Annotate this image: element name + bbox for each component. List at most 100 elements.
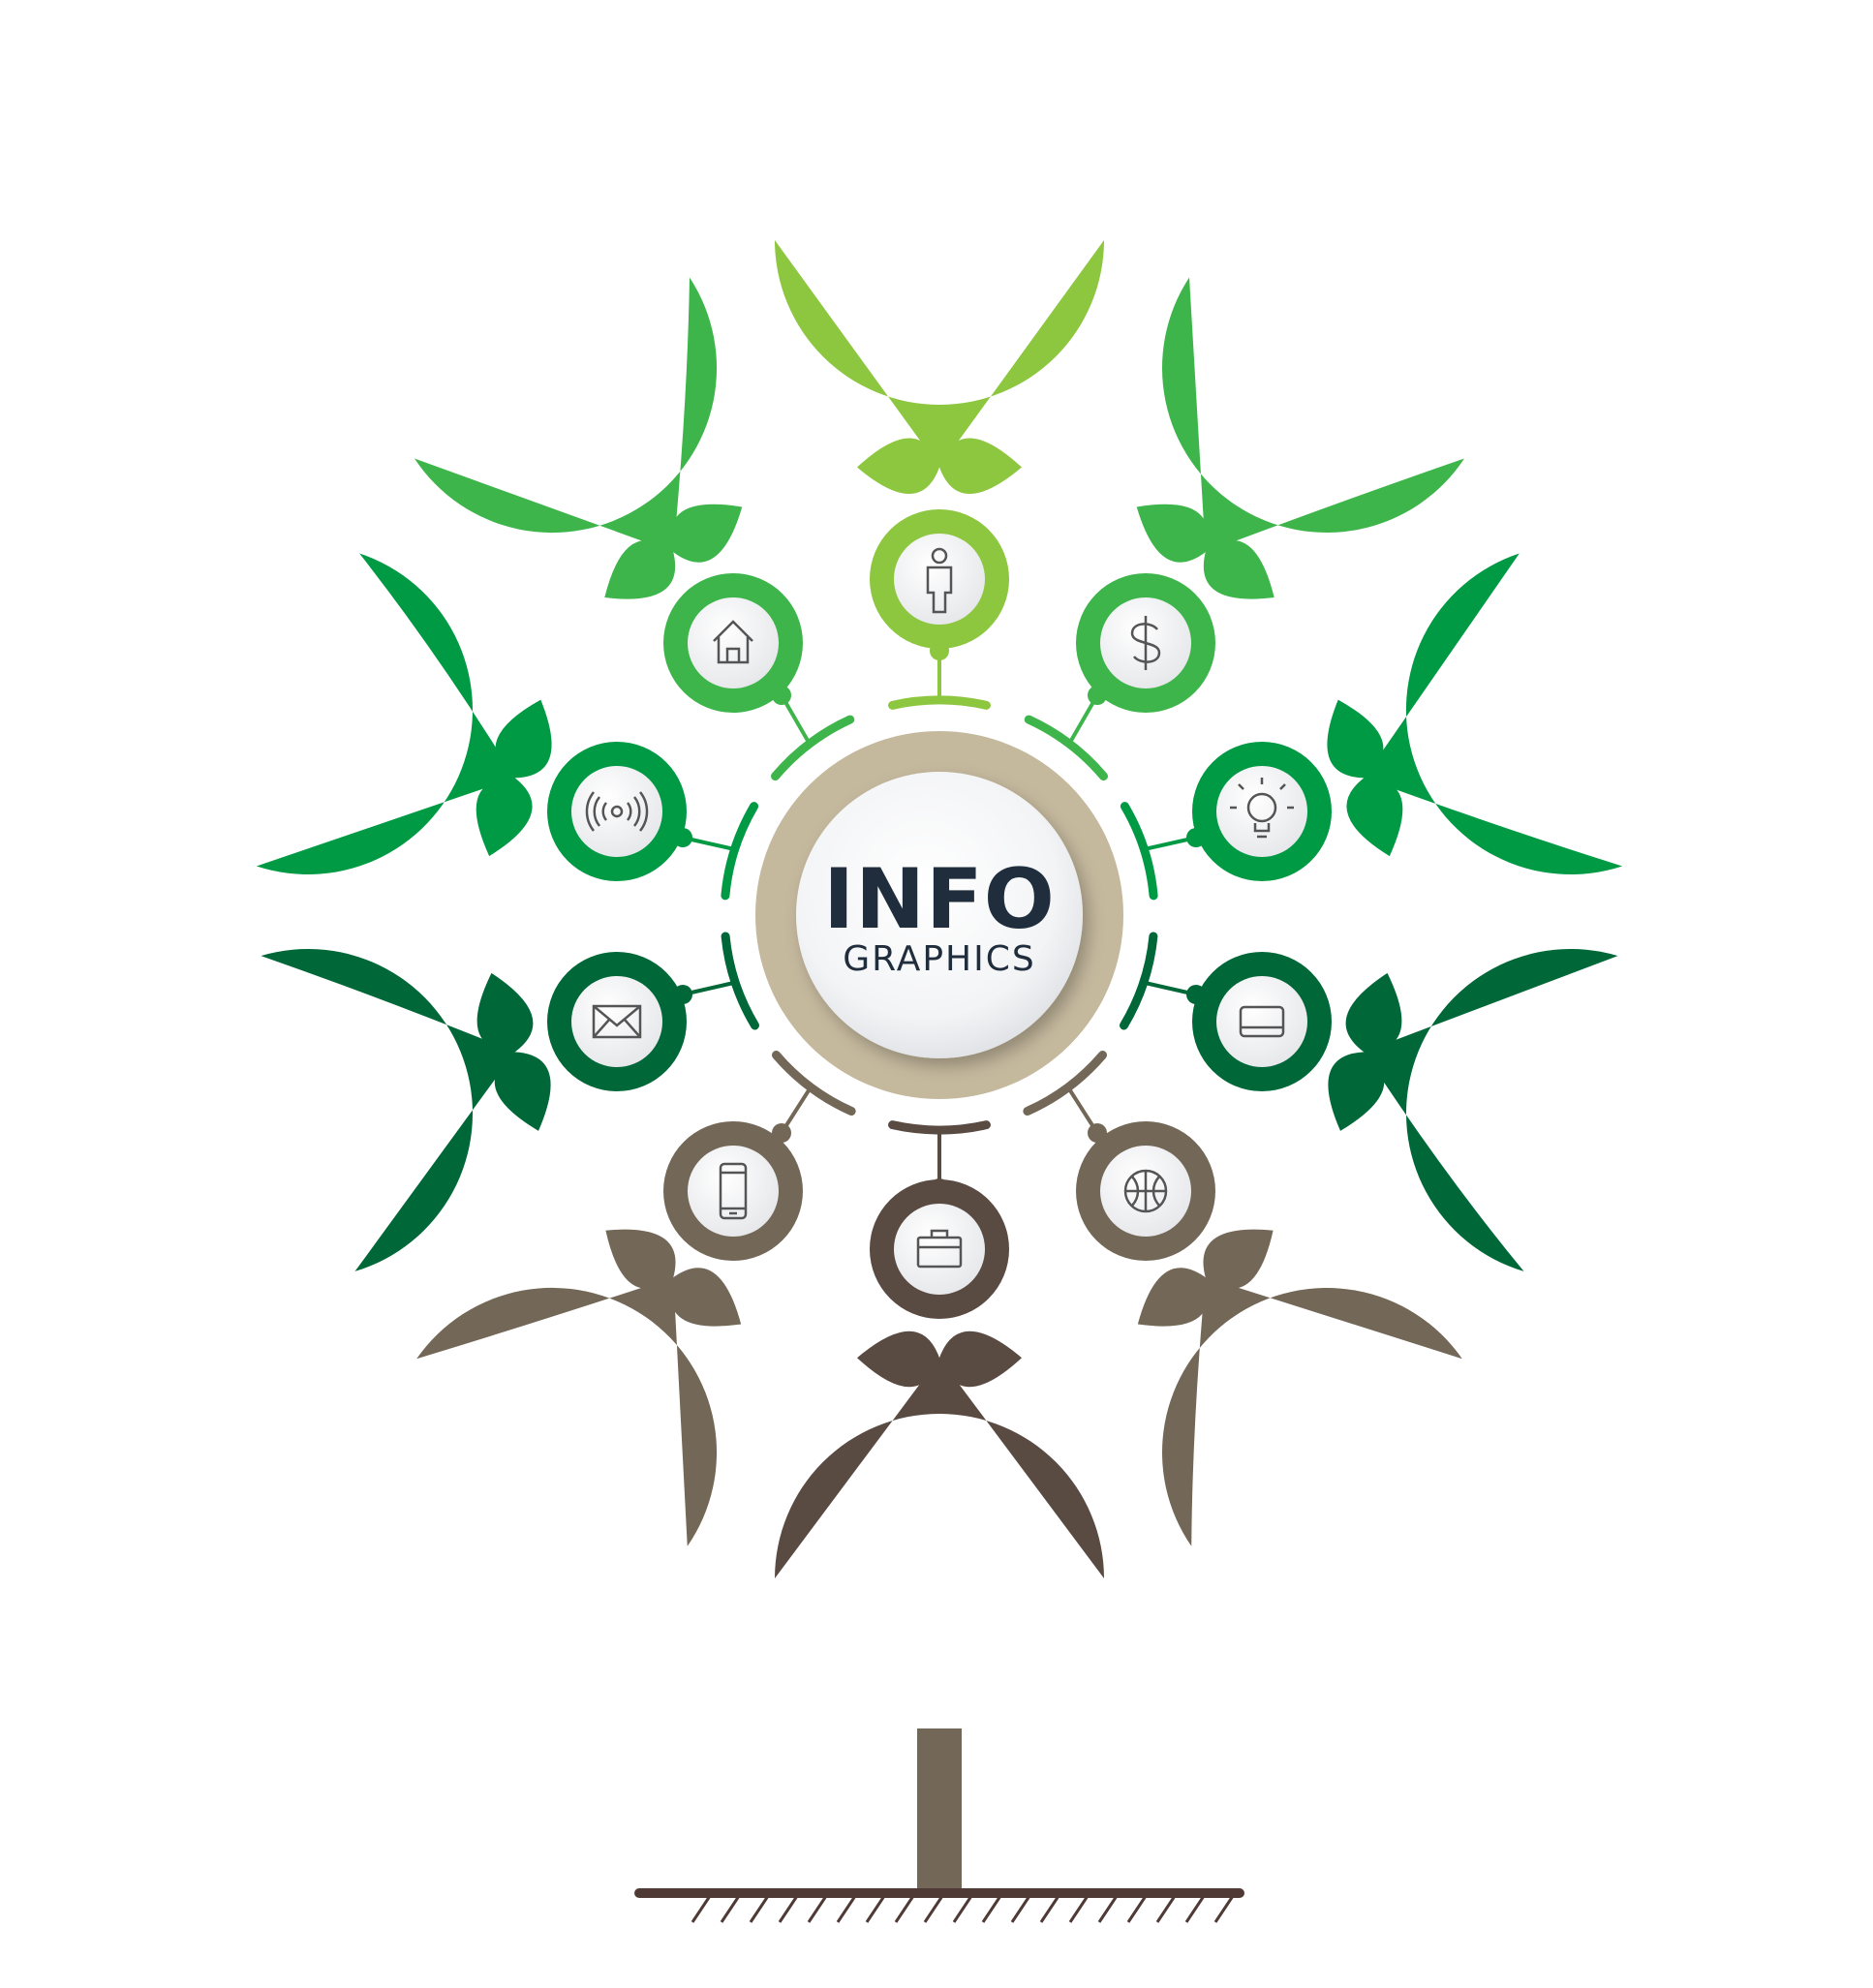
block-text-line: Lorem ipsum dolor sit [1482, 670, 1644, 688]
lightbulb-icon [1230, 778, 1294, 839]
block-title: LOREM [489, 1337, 619, 1375]
hatch-stroke [1010, 1895, 1031, 1923]
block-text-line: amet, consectetur adipi- [850, 1558, 1034, 1575]
icon-disc-9 [571, 766, 662, 857]
hatch-stroke [981, 1895, 1002, 1923]
block-text-line: labore et dolore magna [1482, 1151, 1658, 1169]
block-text-line: amet, consectetur adipi- [1482, 1093, 1666, 1111]
ring-segment-5 [1023, 1051, 1107, 1116]
center-ring-arcs [721, 695, 1158, 1135]
hatch-stroke [720, 1895, 741, 1923]
leaf [939, 1330, 1022, 1388]
hatch-stroke [836, 1895, 857, 1923]
block-text-line: Lorem ipsum dolor sit [465, 341, 628, 358]
hatch-stroke [691, 1895, 712, 1923]
leaf [476, 778, 533, 857]
ground-hatching [691, 1895, 1235, 1923]
briefcase-icon [916, 1229, 963, 1269]
envelope-icon [592, 1004, 642, 1039]
leaf [495, 699, 552, 779]
center-disc [796, 772, 1083, 1058]
leaf [476, 972, 534, 1053]
hatch-stroke [1068, 1895, 1090, 1923]
petal-1 [775, 240, 1104, 468]
block-title: LOREM [1264, 1337, 1394, 1375]
block-text-line: sicing elit, sed do eius- [219, 1113, 391, 1130]
block-text-line: amet, consectetur adipi- [1482, 689, 1666, 707]
block-text-line: sicing elit, sed do eius- [465, 380, 637, 397]
block-title: LOREM [1506, 996, 1636, 1034]
leaf [670, 1268, 742, 1327]
info-block-4: LOREM Lorem ipsum dolor sit amet, consecte… [1192, 949, 1673, 1271]
block-text-line: sicing elit, sed do eius- [219, 709, 391, 726]
person-icon [926, 547, 953, 614]
block-text-line: Lorem ipsum dolor sit [1482, 1074, 1644, 1091]
block-text-line: amet, consectetur adipi- [1240, 1434, 1424, 1452]
petal-7 [416, 1277, 718, 1546]
block-text-line: amet, consectetur adipi- [1240, 360, 1424, 378]
hatch-stroke [1184, 1895, 1206, 1923]
leaf [857, 438, 939, 494]
block-text-line: mod tempor incididunt ut [465, 399, 657, 416]
block-title: LOREM [243, 996, 373, 1034]
block-text-line: amet, consectetur adipi- [219, 1093, 403, 1111]
icon-disc-1 [894, 534, 985, 625]
center-hub: INFO GRAPHICS [755, 731, 1123, 1099]
tree-trunk [917, 1728, 962, 1893]
leaf [1328, 1052, 1385, 1131]
block-text-line: mod tempor incididunt ut [219, 1132, 411, 1149]
center-subtitle: GRAPHICS [843, 939, 1035, 979]
block-title: LOREM [875, 137, 1004, 174]
block-text-line: sicing elit, sed do eius- [465, 1453, 637, 1471]
block-text-line: sicing elit, sed do eius- [1240, 1453, 1412, 1471]
leaf [1137, 1268, 1209, 1327]
leaf [605, 1229, 676, 1289]
block-text-line: Lorem ipsum dolor sit [465, 1415, 628, 1432]
block-text-line: sicing elit, sed do eius- [1482, 1113, 1654, 1130]
wifi-signal-icon [585, 791, 649, 832]
hatch-stroke [1097, 1895, 1119, 1923]
petal-8 [261, 949, 515, 1271]
block-text-line: labore et dolore magna [1240, 418, 1416, 436]
leaf [939, 438, 1022, 494]
block-text-line: labore et dolore magna [1240, 1492, 1416, 1510]
ring-segment-6 [888, 1120, 991, 1135]
block-text-line: labore et dolore magna [850, 291, 1027, 309]
hatch-stroke [923, 1895, 944, 1923]
ring-segment-2 [1024, 715, 1108, 781]
block-text-line: sicing elit, sed do eius- [1482, 709, 1654, 726]
hatch-stroke [749, 1895, 770, 1923]
basketball-icon [1123, 1169, 1168, 1213]
block-text-line: labore et dolore magna [219, 1151, 395, 1169]
block-text-line: labore et dolore magna [465, 1492, 641, 1510]
center-title: INFO [823, 851, 1056, 948]
block-title: LOREM [243, 593, 373, 630]
block-text-line: mod tempor incididunt ut [1240, 1473, 1431, 1490]
leaf [1346, 778, 1403, 857]
block-text-line: sicing elit, sed do eius- [850, 253, 1023, 270]
block-text-line: sicing elit, sed do eius- [1240, 380, 1412, 397]
block-title: LOREM [1506, 593, 1636, 630]
leaf [1203, 1229, 1274, 1289]
hatch-stroke [1126, 1895, 1148, 1923]
ring-segment-7 [771, 1051, 856, 1116]
icon-disc-4 [1216, 976, 1307, 1067]
block-text-line: mod tempor incididunt ut [850, 1597, 1042, 1614]
petal-6 [775, 1358, 1104, 1578]
icon-disc-7 [688, 1146, 779, 1237]
block-text-line: Lorem ipsum dolor sit [219, 670, 382, 688]
block-text-line: amet, consectetur adipi- [219, 689, 403, 707]
leaf [670, 504, 743, 563]
credit-card-icon [1239, 1005, 1285, 1038]
block-text-line: amet, consectetur adipi- [465, 1434, 649, 1452]
hatch-stroke [1213, 1895, 1235, 1923]
leaf [494, 1052, 551, 1131]
block-text-line: labore et dolore magna [1482, 748, 1658, 765]
leaf [1345, 972, 1402, 1053]
